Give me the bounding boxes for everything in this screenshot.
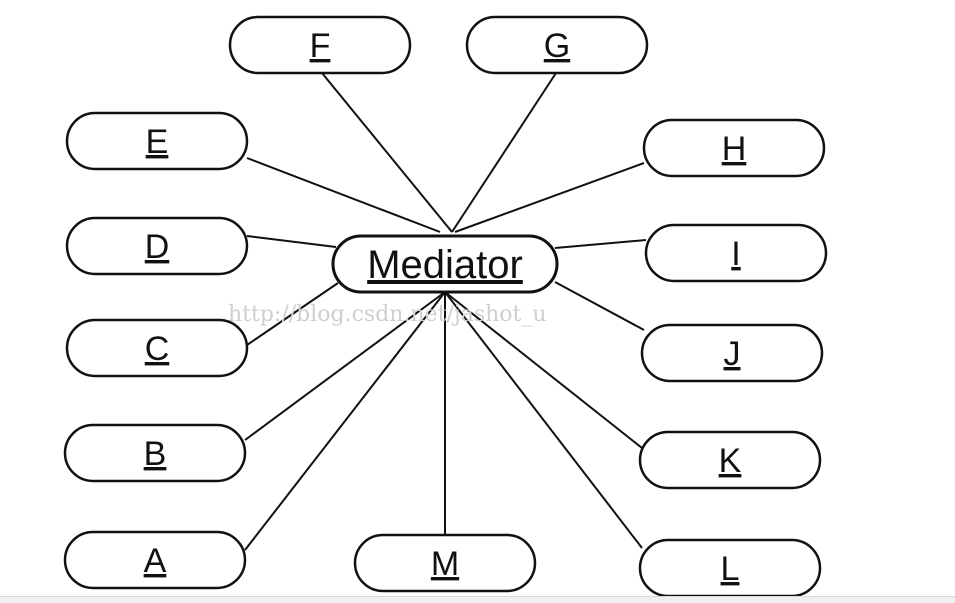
node-box-a xyxy=(63,530,247,590)
node-box-b xyxy=(63,423,247,483)
node-label-j: J xyxy=(724,335,741,373)
node-label-i: I xyxy=(731,235,740,273)
mediator-box xyxy=(331,234,559,294)
node-d: D xyxy=(65,216,249,276)
link-l xyxy=(444,291,643,549)
node-e: E xyxy=(65,111,249,171)
node-box-h xyxy=(642,118,826,178)
link-d xyxy=(246,235,337,248)
link-e xyxy=(246,157,441,233)
node-box-i xyxy=(644,223,828,283)
node-box-f xyxy=(228,15,412,75)
node-label-l: L xyxy=(721,550,740,588)
node-box-d xyxy=(65,216,249,276)
node-label-h: H xyxy=(722,130,747,168)
link-k xyxy=(444,291,643,449)
node-label-g: G xyxy=(544,27,570,65)
node-label-k: K xyxy=(719,442,742,480)
node-group: F G E H D I C J B K A M L xyxy=(63,15,828,598)
connector-lines xyxy=(244,72,647,551)
node-a: A xyxy=(63,530,247,590)
node-label-m: M xyxy=(431,545,459,583)
node-box-e xyxy=(65,111,249,171)
node-b: B xyxy=(63,423,247,483)
node-label-c: C xyxy=(145,330,170,368)
link-f xyxy=(321,72,453,233)
node-l: L xyxy=(638,538,822,598)
link-h xyxy=(454,162,645,233)
node-g: G xyxy=(465,15,649,75)
link-b xyxy=(244,291,446,441)
link-j xyxy=(554,281,645,331)
node-label-f: F xyxy=(310,27,331,65)
node-label-a: A xyxy=(144,542,167,580)
node-k: K xyxy=(638,430,822,490)
link-c xyxy=(246,282,339,346)
link-i xyxy=(554,239,647,249)
node-c: C xyxy=(65,318,249,378)
link-a xyxy=(244,291,446,551)
node-box-c xyxy=(65,318,249,378)
node-box-k xyxy=(638,430,822,490)
link-g xyxy=(451,72,557,233)
node-box-j xyxy=(640,323,824,383)
node-label-d: D xyxy=(145,228,170,266)
node-h: H xyxy=(642,118,826,178)
node-label-e: E xyxy=(146,123,169,161)
mediator-node: Mediator xyxy=(331,234,559,294)
node-j: J xyxy=(640,323,824,383)
mediator-label: Mediator xyxy=(367,243,523,287)
node-label-b: B xyxy=(144,435,167,473)
node-i: I xyxy=(644,223,828,283)
node-m: M xyxy=(353,533,537,593)
bottom-scroll-edge xyxy=(0,596,955,603)
node-box-m xyxy=(353,533,537,593)
node-f: F xyxy=(228,15,412,75)
watermark-text: http://blog.csdn.net/jashot_u xyxy=(228,302,547,327)
node-box-g xyxy=(465,15,649,75)
